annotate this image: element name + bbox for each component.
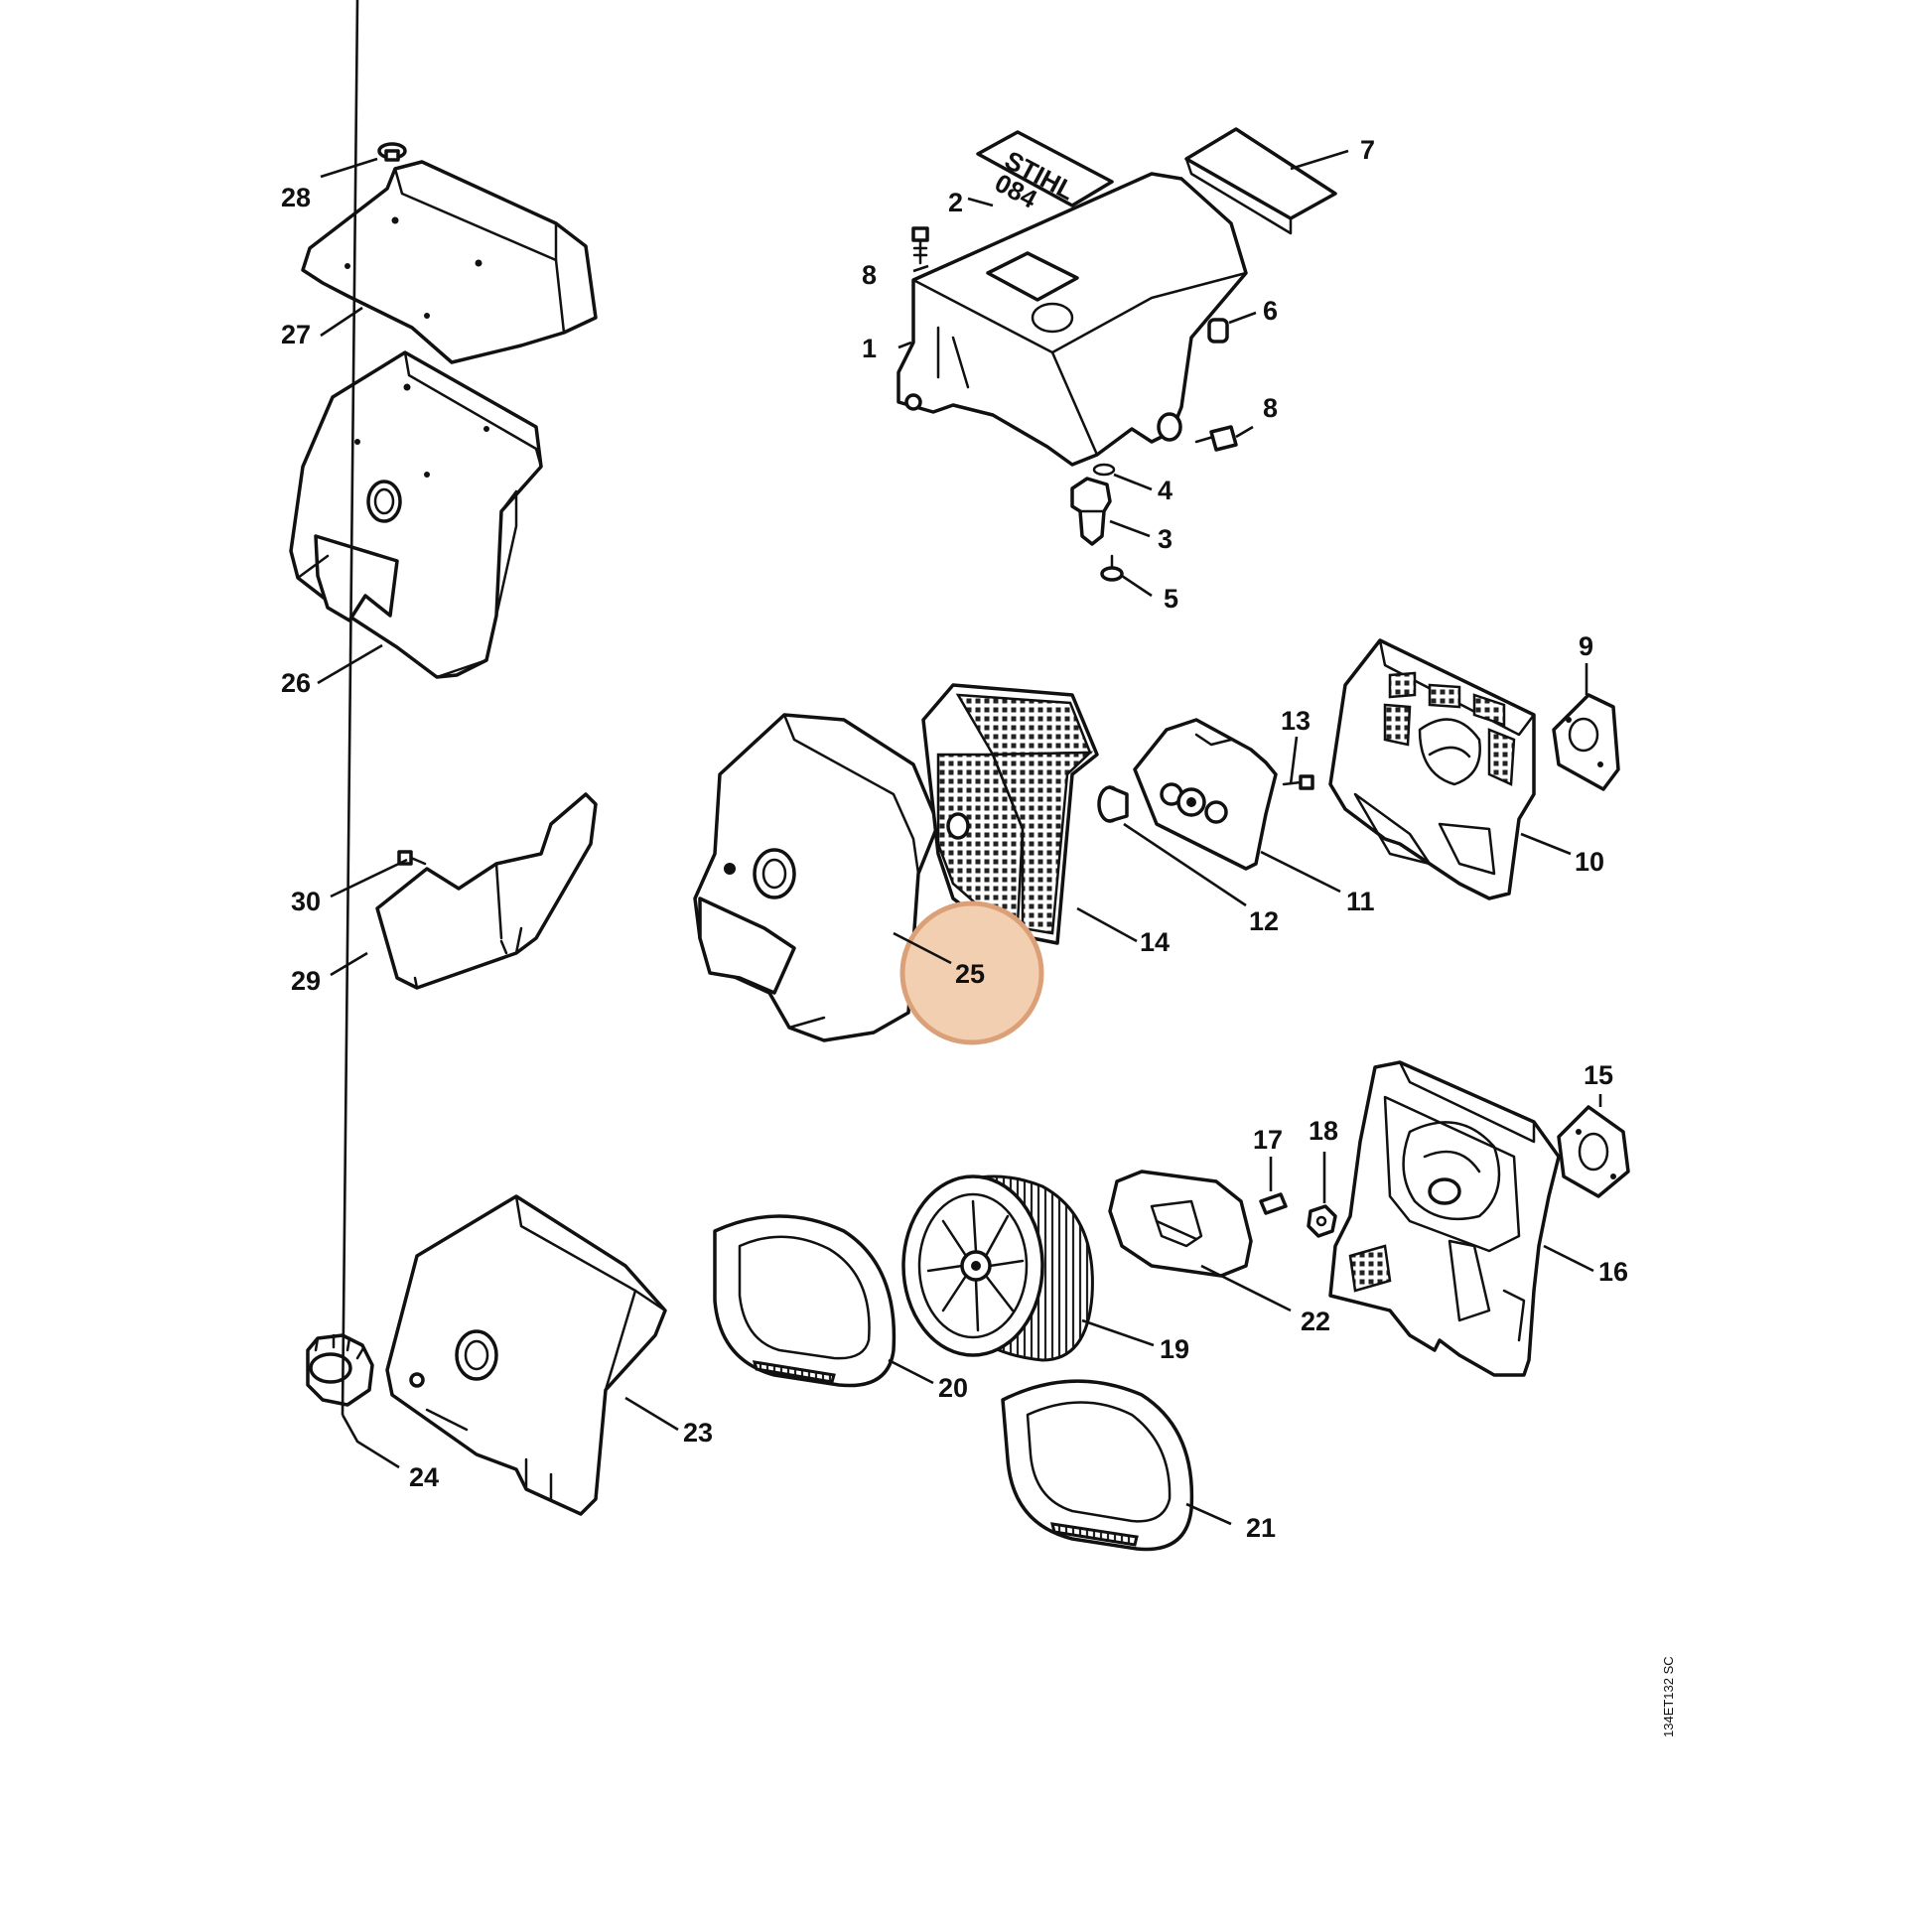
part-20-filter-band[interactable] [713,1214,897,1388]
callout-7: 7 [1360,135,1375,165]
part-22-prefilter[interactable] [1108,1170,1253,1278]
callout-1: 1 [862,334,877,363]
callout-17: 17 [1253,1125,1283,1155]
callout-24: 24 [409,1462,439,1492]
part-1-top-cover[interactable] [897,172,1248,467]
callout-6: 6 [1263,296,1278,326]
callout-2: 2 [948,188,963,217]
callout-19: 19 [1160,1334,1189,1364]
part-21-filter-band[interactable] [1001,1379,1194,1552]
callout-29: 29 [291,966,321,996]
part-17-pin[interactable] [1259,1192,1288,1215]
callout-21: 21 [1246,1513,1276,1543]
part-12-screw[interactable] [1097,785,1129,823]
callout-4: 4 [1158,476,1173,505]
callout-23: 23 [683,1418,713,1448]
callout-27: 27 [281,320,311,349]
part-28-screw[interactable] [377,142,407,162]
leader-lines [317,0,1602,1526]
reference-code: 134ET132 SC [1661,1656,1676,1737]
callout-22: 22 [1301,1307,1330,1336]
part-23-filter-cover[interactable] [385,1194,667,1516]
part-9-gasket[interactable] [1552,693,1620,791]
part-13-screw[interactable] [1282,774,1314,790]
callout-30: 30 [291,887,321,916]
part-10-filter-base[interactable] [1328,638,1536,900]
part-24-knob[interactable] [306,1333,374,1407]
part-26-shroud[interactable] [289,350,543,679]
callout-13: 13 [1281,706,1311,736]
callout-5: 5 [1164,584,1178,614]
callout-15: 15 [1584,1060,1613,1090]
callout-20: 20 [938,1373,968,1403]
part-19-main-filter[interactable] [901,1174,1094,1362]
callout-16: 16 [1598,1257,1628,1287]
callout-28: 28 [281,183,311,212]
part-6-sleeve[interactable] [1207,318,1229,344]
callout-12: 12 [1249,906,1279,936]
callout-10: 10 [1575,847,1604,877]
part-27-cover[interactable] [301,160,598,364]
callout-8b: 8 [1263,393,1278,423]
part-14-air-filter[interactable] [921,683,1099,945]
part-5-screw[interactable] [1100,554,1124,582]
part-25-cover[interactable] [693,713,940,1042]
part-3-choke-knob[interactable] [1070,477,1112,546]
callout-11: 11 [1346,887,1375,916]
part-7-cover-plate[interactable] [1184,127,1337,235]
part-8-screw-side[interactable] [1194,425,1238,452]
callout-25: 25 [955,959,985,989]
callout-26: 26 [281,668,311,698]
callout-18: 18 [1309,1116,1338,1146]
part-16-filter-housing[interactable] [1328,1060,1561,1377]
part-15-gasket[interactable] [1557,1105,1630,1198]
callout-9: 9 [1579,631,1593,661]
part-8-screw-top[interactable] [911,226,929,265]
callout-14: 14 [1140,927,1170,957]
callout-8a: 8 [862,260,877,290]
part-18-nut[interactable] [1307,1204,1337,1238]
part-4-o-ring[interactable] [1092,463,1116,477]
callout-3: 3 [1158,524,1173,554]
part-11-bracket[interactable] [1133,718,1278,871]
part-29-baffle[interactable] [375,792,598,990]
highlight-marker [899,900,1044,1045]
